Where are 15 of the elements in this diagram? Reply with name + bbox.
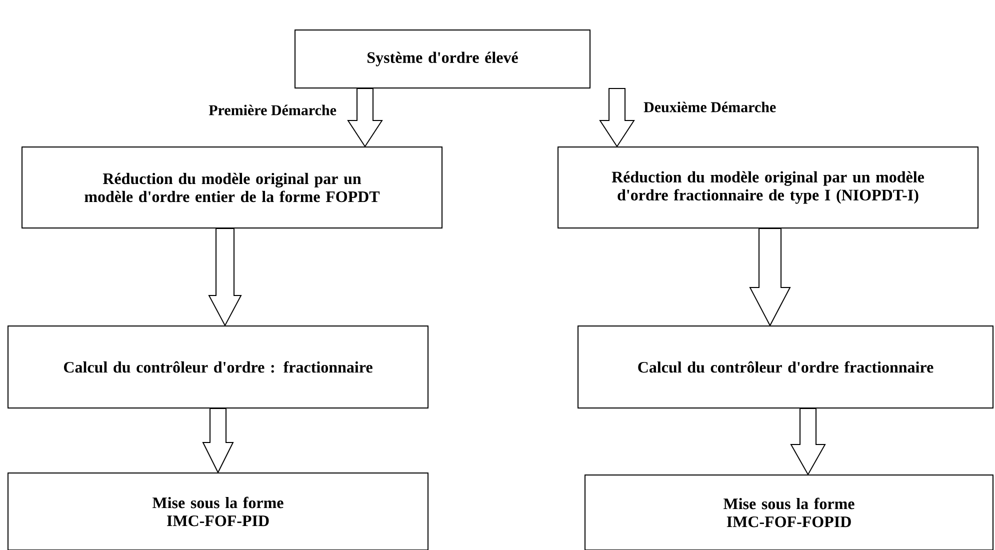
process-box: Mise sous la forme IMC-FOF-FOPID — [584, 474, 994, 550]
block-arrow — [208, 228, 242, 327]
block-arrow — [347, 88, 383, 148]
process-box: Système d'ordre élevé — [294, 30, 590, 88]
block-arrow — [202, 408, 234, 474]
process-box: Réduction du modèle original par un modèle d'ordre fractionnaire de type I (NIOPDT-I) — [558, 146, 978, 228]
edge-label: Deuxième Démarche — [644, 102, 776, 112]
process-box: Calcul du contrôleur d'ordre : fractionnaire — [8, 326, 428, 408]
block-arrow — [749, 228, 791, 327]
edge-label: Première Démarche — [208, 104, 336, 116]
process-box: Réduction du modèle original par un modèle d'ordre entier de la forme FOPDT — [22, 146, 442, 228]
process-box: Mise sous la forme IMC-FOF-PID — [8, 472, 428, 550]
block-arrow — [599, 88, 635, 148]
process-box: Calcul du contrôleur d'ordre fractionnaire — [578, 326, 994, 408]
block-arrow — [790, 408, 826, 476]
